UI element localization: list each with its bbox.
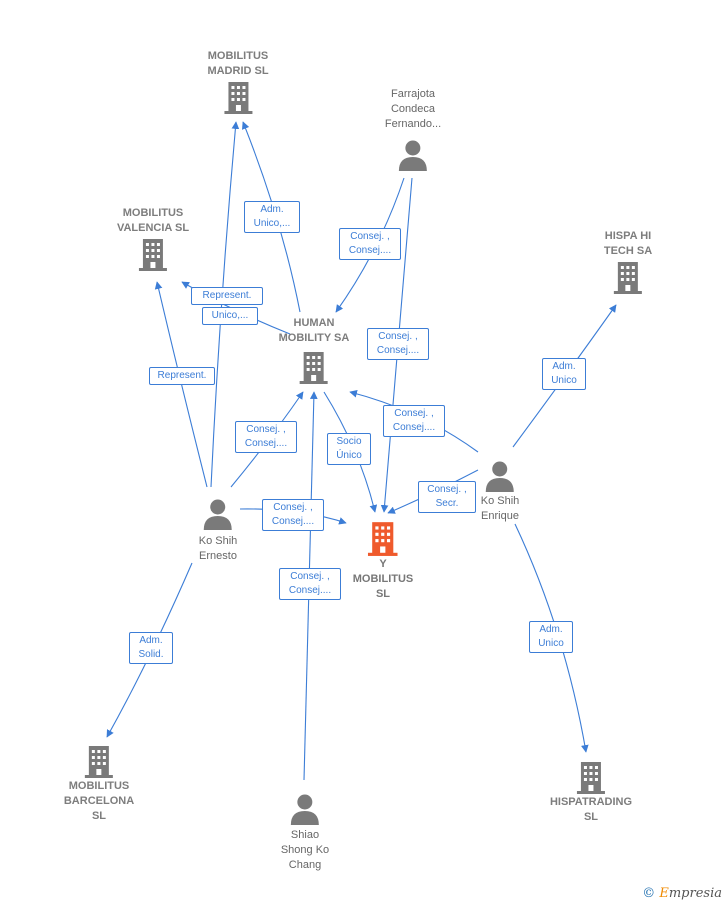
edge-label-consej[interactable]: Consej. , Consej....	[383, 405, 445, 437]
node-mobilitus-barcelona[interactable]: MOBILITUS BARCELONA SL	[64, 743, 134, 824]
empresia-logo: © Empresia	[642, 886, 722, 901]
person-icon	[398, 140, 427, 171]
node-label: Enrique	[481, 510, 519, 522]
node-label: Ernesto	[199, 550, 237, 562]
edge-label-line: Solid.	[138, 649, 164, 660]
building-icon	[368, 522, 398, 556]
edge-label-line: Consej....	[288, 585, 332, 596]
person-icon	[204, 499, 232, 530]
node-label: Shiao	[290, 829, 320, 841]
node-mobilitus-valencia[interactable]: MOBILITUS VALENCIA SL	[117, 206, 189, 272]
node-label: MOBILITUS	[68, 780, 130, 792]
edge-label-adm-unico[interactable]: Adm. Unico,...	[244, 201, 300, 233]
edge-label-line: Consej. ,	[246, 424, 286, 435]
brand-name: mpresia	[668, 886, 722, 901]
building-icon	[223, 82, 252, 114]
edge-label-consej[interactable]: Consej. , Consej....	[367, 328, 429, 360]
node-hispatrading[interactable]: HISPATRADING SL	[550, 759, 632, 825]
node-label: SL	[375, 588, 391, 600]
edge-label-line: Consej. ,	[378, 331, 418, 342]
edge-label-line: Adm.	[260, 204, 284, 215]
node-farrajota[interactable]: Farrajota Condeca Fernando...	[385, 87, 441, 172]
node-label: BARCELONA	[63, 795, 135, 807]
edge-label-consej[interactable]: Consej. , Consej....	[262, 499, 324, 531]
edge-label-line: Unico	[551, 375, 577, 386]
edge-label-line: Secr.	[435, 498, 459, 509]
edge-label-consej-secr[interactable]: Consej. , Secr.	[418, 481, 476, 513]
copyright-icon: ©	[642, 886, 656, 901]
node-label: VALENCIA SL	[116, 222, 190, 234]
edge-label-line: Consej. ,	[290, 571, 330, 582]
brand-initial: E	[659, 886, 669, 901]
node-label: Y	[379, 558, 387, 570]
edge-label-line: Represent.	[202, 290, 252, 301]
edge-label-line: Unico,...	[253, 218, 291, 229]
node-shiao-shong-ko-chang[interactable]: Shiao Shong Ko Chang	[281, 792, 329, 873]
edge-label-socio-unico[interactable]: Socio Único	[327, 433, 371, 465]
node-label: SL	[583, 811, 599, 823]
edge-label-line: Consej. ,	[273, 502, 313, 513]
edge-label-line: Unico,...	[211, 310, 249, 321]
node-label: HUMAN	[293, 317, 335, 329]
node-label: Shong Ko	[280, 844, 330, 856]
edge-label-line: Adm.	[539, 624, 563, 635]
edge-label-line: Consej....	[348, 245, 392, 256]
edge-label-line: Socio	[336, 436, 362, 447]
person-icon	[290, 794, 319, 825]
edge-label-line: Consej....	[392, 422, 436, 433]
node-mobilitus-madrid[interactable]: MOBILITUS MADRID SL	[207, 49, 269, 115]
edge-label-line: Consej. ,	[394, 408, 434, 419]
edge-label-line: Consej....	[271, 516, 315, 527]
node-ko-shih-enrique[interactable]: Ko Shih Enrique	[480, 459, 520, 524]
edge-label-adm-unico[interactable]: Adm. Unico	[529, 621, 573, 653]
building-icon	[577, 762, 605, 794]
edge-label-represent[interactable]: Represent.	[149, 367, 215, 385]
edge-label-line: Adm.	[552, 361, 576, 372]
node-hispa-hi-tech[interactable]: HISPA HI TECH SA	[604, 229, 652, 295]
edge-label-line: Consej. ,	[350, 231, 390, 242]
node-label: SL	[91, 810, 107, 822]
node-label: Ko Shih	[480, 495, 520, 507]
edge-label-unico[interactable]: Unico,...	[202, 307, 258, 325]
building-icon	[299, 352, 328, 384]
node-label: MOBILITUS	[122, 207, 184, 219]
node-ko-shih-ernesto[interactable]: Ko Shih Ernesto	[198, 497, 238, 564]
node-label: MOBILITY SA	[278, 332, 350, 344]
node-label: MADRID SL	[207, 65, 269, 77]
building-icon	[139, 239, 167, 271]
edge-label-line: Consej. ,	[427, 484, 467, 495]
node-label: Condeca	[390, 103, 436, 115]
edge-label-line: Represent.	[157, 370, 207, 381]
node-label: HISPA HI	[604, 230, 652, 242]
edge-label-adm-unico[interactable]: Adm. Unico	[542, 358, 586, 390]
node-label: Ko Shih	[198, 535, 238, 547]
edge-label-represent[interactable]: Represent.	[191, 287, 263, 305]
edge-label-line: Adm.	[139, 635, 163, 646]
edge-label-line: Consej....	[376, 345, 420, 356]
edge-label-line: Unico	[538, 638, 564, 649]
edge-label-adm-solid[interactable]: Adm. Solid.	[129, 632, 173, 664]
node-human-mobility[interactable]: HUMAN MOBILITY SA	[278, 316, 350, 385]
edge-label-line: Consej....	[244, 438, 288, 449]
edge-label-consej[interactable]: Consej. , Consej....	[235, 421, 297, 453]
node-label: MOBILITUS	[207, 50, 269, 62]
edge-label-consej[interactable]: Consej. , Consej....	[279, 568, 341, 600]
node-label: TECH SA	[603, 245, 653, 257]
building-icon	[85, 746, 113, 778]
node-label: HISPATRADING	[549, 796, 633, 808]
node-label: Fernando...	[384, 118, 442, 130]
edge-label-line: Único	[336, 450, 362, 461]
building-icon	[614, 262, 642, 294]
edge-label-consej[interactable]: Consej. , Consej....	[339, 228, 401, 260]
person-icon	[486, 461, 514, 492]
node-label: Chang	[288, 859, 322, 871]
node-label: Farrajota	[390, 88, 436, 100]
node-y-mobilitus[interactable]: Y MOBILITUS SL	[352, 519, 414, 602]
node-label: MOBILITUS	[352, 573, 414, 585]
